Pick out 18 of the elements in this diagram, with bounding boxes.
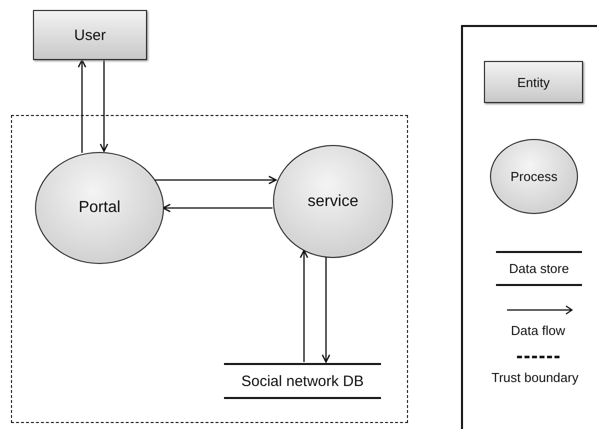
legend-entity-sample: Entity <box>484 61 583 103</box>
arrow <box>155 176 277 184</box>
legend-store-sample: Data store <box>496 251 582 286</box>
node-label: service <box>308 192 358 210</box>
arrow <box>78 59 86 153</box>
node-label: Portal <box>78 199 120 217</box>
data-store <box>224 363 381 399</box>
entity-box <box>33 10 147 60</box>
trust-boundary <box>11 115 408 423</box>
legend-process-sample: Process <box>490 139 578 214</box>
node-label: User <box>74 26 106 44</box>
arrow <box>300 250 308 362</box>
legend-label: Data flow <box>510 323 566 338</box>
arrow <box>100 60 108 152</box>
arrow <box>322 256 330 363</box>
node-label: Social network DB <box>241 372 364 390</box>
arrow <box>162 204 273 212</box>
legend-label: Trust boundary <box>490 370 580 385</box>
